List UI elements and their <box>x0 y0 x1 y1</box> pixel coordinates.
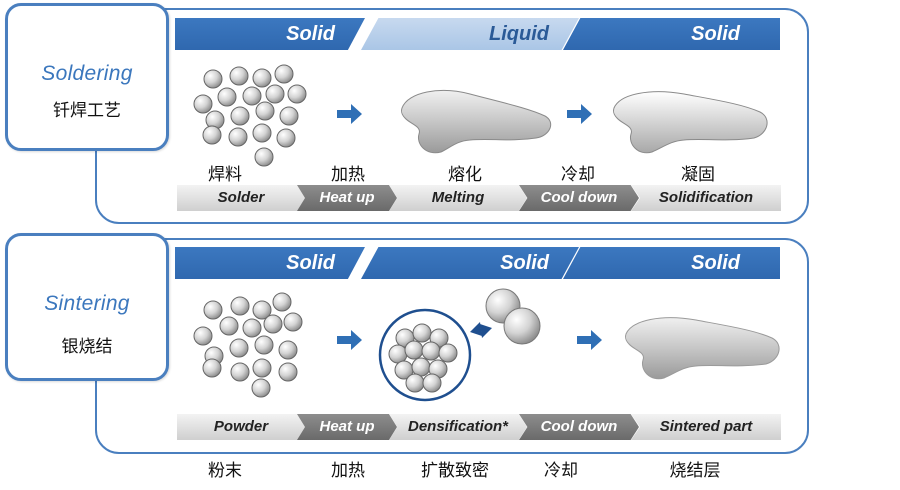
sintering-step-cooldown: Cool down <box>519 414 639 440</box>
sintering-phase-solid-3: Solid <box>563 247 780 279</box>
sintering-step-sintered-part: Sintered part <box>631 414 781 440</box>
soldering-phase-solid-2: Solid <box>563 18 780 50</box>
soldering-step-cooldown: Cool down <box>519 185 639 211</box>
sintering-label-cn-cooldown: 冷却 <box>544 461 578 480</box>
sintering-neck-particles <box>485 288 541 345</box>
sintering-phase-solid-1: Solid <box>175 247 365 279</box>
sintering-step-heatup: Heat up <box>297 414 397 440</box>
sintering-title-cn: 银烧结 <box>61 337 113 356</box>
soldering-label-cn-melting: 熔化 <box>448 165 482 184</box>
soldering-badge: Soldering 钎焊工艺 <box>5 3 169 151</box>
soldering-arrow-2-icon <box>567 104 592 124</box>
sintering-label-cn-sintered-part: 烧结层 <box>669 461 721 480</box>
sintering-step-densification: Densification* <box>389 414 527 440</box>
melting-blob <box>400 90 552 154</box>
soldering-step-solder: Solder <box>177 185 305 211</box>
sintering-label-cn-heatup: 加热 <box>331 461 365 480</box>
sintering-label-cn-powder: 粉末 <box>208 461 242 480</box>
soldering-step-heatup: Heat up <box>297 185 397 211</box>
sintering-arrow-2-icon <box>577 330 602 350</box>
soldering-title-cn: 钎焊工艺 <box>53 101 121 120</box>
soldering-label-cn-solidification: 凝固 <box>681 165 715 184</box>
solder-particles <box>193 64 307 167</box>
soldering-title-en: Soldering <box>41 62 133 85</box>
soldering-step-melting: Melting <box>389 185 527 211</box>
soldering-arrow-1-icon <box>337 104 362 124</box>
soldering-step-solidification: Solidification <box>631 185 781 211</box>
sintering-title-en: Sintering <box>44 292 130 315</box>
sintering-phase-solid-2: Solid <box>361 247 579 279</box>
sintering-step-powder: Powder <box>177 414 305 440</box>
soldering-label-cn-heatup: 加热 <box>331 165 365 184</box>
soldering-label-cn-cooldown: 冷却 <box>561 165 595 184</box>
sintering-label-cn-densification: 扩散致密 <box>421 461 489 480</box>
sintering-badge: Sintering 银烧结 <box>5 233 169 381</box>
powder-particles <box>193 292 303 398</box>
soldering-phase-solid-1: Solid <box>175 18 365 50</box>
solidified-blob <box>612 91 768 154</box>
sintered-part-blob <box>624 317 780 380</box>
sintering-arrow-1-icon <box>337 330 362 350</box>
densified-particles <box>388 323 458 393</box>
zoom-pointer-icon <box>470 322 492 338</box>
soldering-phase-liquid: Liquid <box>361 18 579 50</box>
soldering-label-cn-solder: 焊料 <box>208 165 242 184</box>
